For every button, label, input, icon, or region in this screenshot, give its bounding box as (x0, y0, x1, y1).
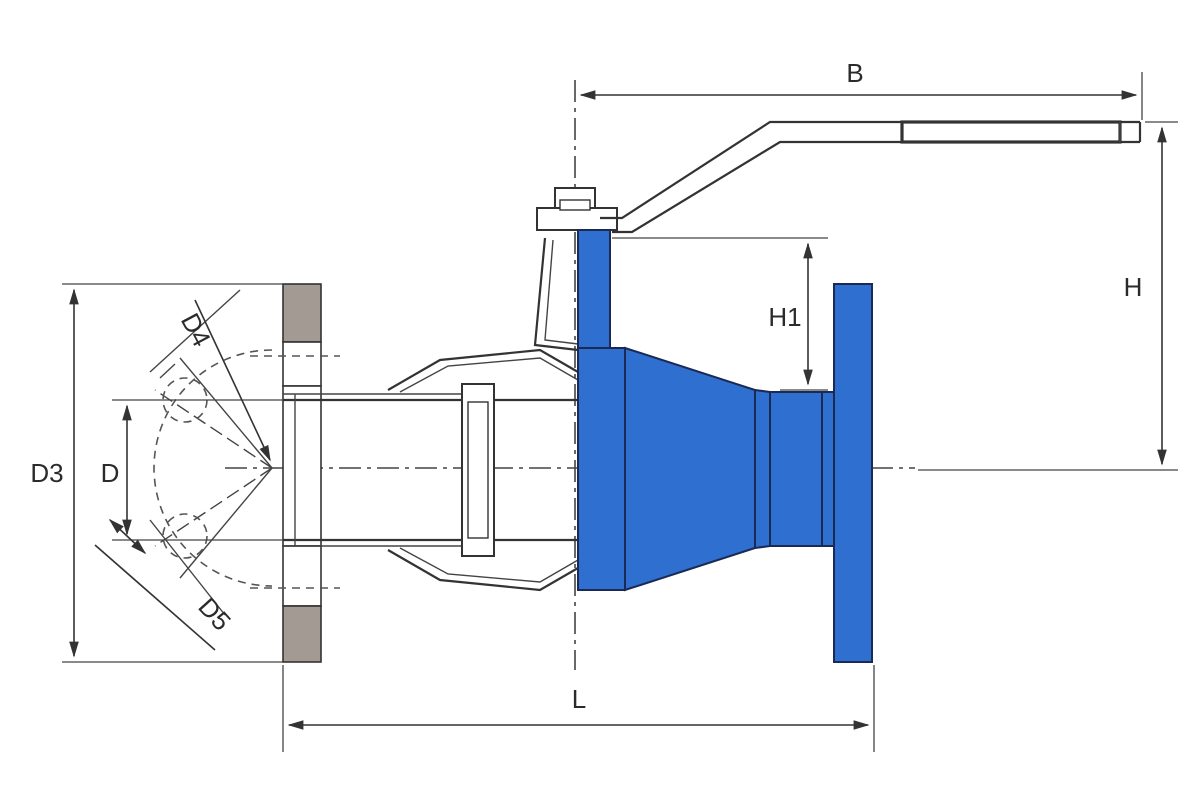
label-D: D (101, 458, 120, 488)
dimension-D5 (94, 518, 216, 651)
label-H1: H1 (768, 302, 801, 332)
body-left-block (577, 347, 626, 591)
body-neck (769, 391, 823, 547)
label-D3: D3 (30, 458, 63, 488)
stem-neck (577, 229, 611, 349)
dimension-D3 (62, 283, 283, 663)
body-neck-ring (754, 388, 771, 550)
dimension-L (282, 665, 875, 752)
bolt-circle-arc (153, 349, 273, 587)
label-H: H (1124, 272, 1143, 302)
handle-grip (900, 120, 1122, 144)
label-L: L (572, 684, 586, 714)
left-flange-bottom-block (282, 605, 322, 663)
pipe-spigot (283, 383, 578, 557)
support-ribs (387, 237, 579, 592)
label-D5: D5 (192, 592, 237, 637)
left-flange-bolt-hole-bottom (282, 545, 322, 607)
stem-head (536, 187, 618, 231)
dimension-B (579, 72, 1143, 120)
left-flange-bolt-hole-top (282, 341, 322, 387)
dimension-D (112, 399, 283, 541)
valve-body (577, 229, 873, 663)
bolt-circle-view (149, 289, 273, 616)
dimension-D4 (194, 299, 271, 462)
handle-lever (600, 120, 1142, 234)
label-B: B (846, 58, 863, 88)
label-D4: D4 (175, 308, 217, 351)
right-flange (833, 283, 873, 663)
left-flange-center (282, 385, 322, 547)
body-taper (624, 346, 756, 592)
left-flange (250, 283, 340, 663)
body-neck-lip (821, 391, 835, 547)
dimension-H (918, 121, 1178, 471)
dimension-H1 (612, 237, 828, 391)
left-flange-top-block (282, 283, 322, 343)
